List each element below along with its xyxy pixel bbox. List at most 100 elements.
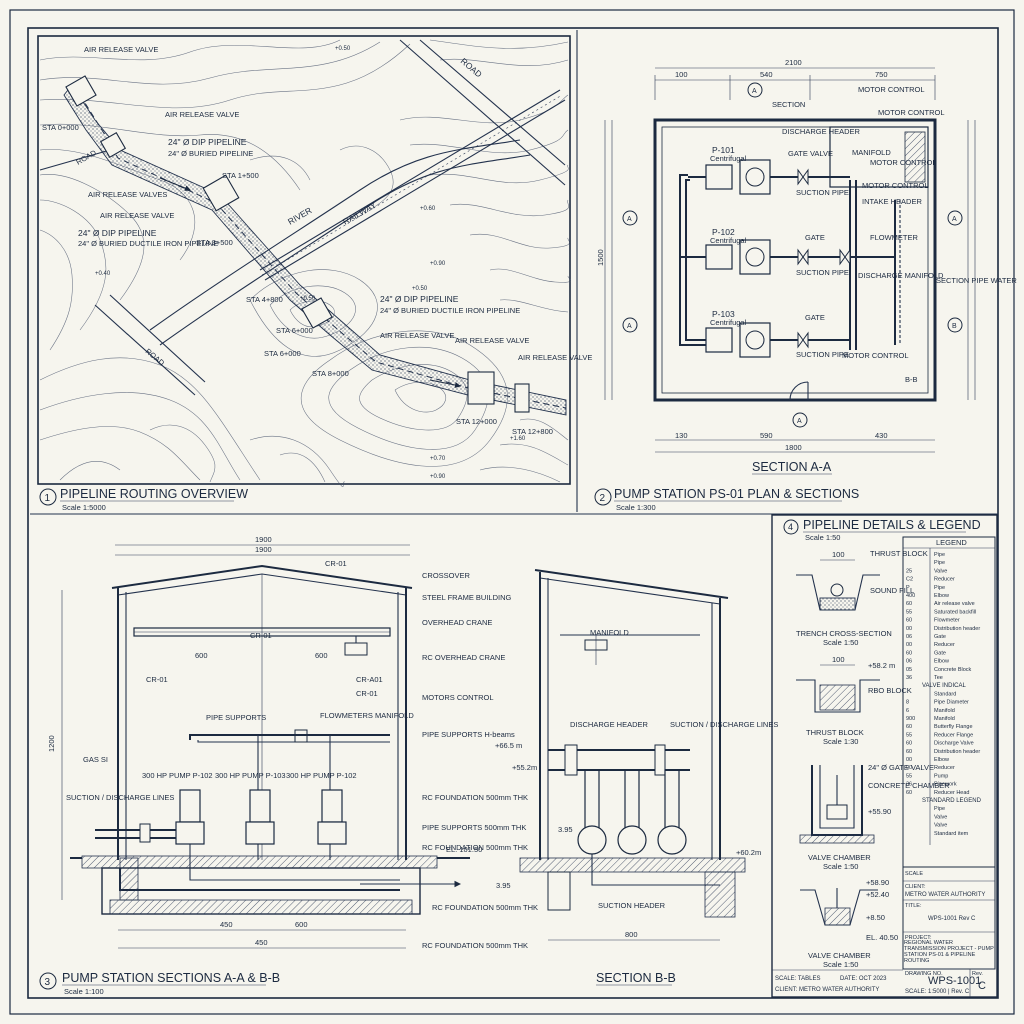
svg-text:OVERHEAD CRANE: OVERHEAD CRANE bbox=[422, 618, 492, 627]
svg-text:PIPE SUPPORTS 500mm THK: PIPE SUPPORTS 500mm THK bbox=[422, 823, 526, 832]
svg-text:PROJECT:: PROJECT: bbox=[905, 935, 932, 941]
label-road-bl: ROAD bbox=[144, 347, 167, 368]
legend-symbol: 8 bbox=[906, 700, 909, 706]
topographic-contours bbox=[39, 39, 571, 487]
legend-symbol: 00 bbox=[906, 626, 912, 632]
svg-text:300 HP PUMP P-102: 300 HP PUMP P-102 bbox=[142, 771, 213, 780]
pump-p101 bbox=[688, 159, 850, 195]
svg-text:DISCHARGE MANIFOLD: DISCHARGE MANIFOLD bbox=[858, 271, 944, 280]
legend-label: Valve bbox=[934, 823, 947, 829]
svg-text:MOTORS CONTROL: MOTORS CONTROL bbox=[422, 693, 494, 702]
label-sta-4800: STA 4+800 bbox=[246, 295, 283, 304]
svg-text:THRUST BLOCK: THRUST BLOCK bbox=[870, 549, 928, 558]
legend-symbol: 55 bbox=[906, 773, 912, 779]
svg-text:MANIFOLD: MANIFOLD bbox=[590, 628, 629, 637]
label-sta-8000: STA 8+000 bbox=[312, 369, 349, 378]
valve-box-1 bbox=[65, 75, 97, 107]
legend-label: Valve bbox=[934, 814, 947, 820]
svg-text:FLOWMETER: FLOWMETER bbox=[870, 233, 918, 242]
svg-text:800: 800 bbox=[625, 930, 638, 939]
svg-text:SCALE: 1:5000 | Rev. C: SCALE: 1:5000 | Rev. C bbox=[905, 989, 970, 995]
elevation-marks: +0.50 +0.60 +0.90 +0.50 +1.60 +0.70 +0.9… bbox=[95, 46, 526, 480]
legend-label: Pipe Diameter bbox=[934, 700, 969, 706]
legend-symbol: 60 bbox=[906, 650, 912, 656]
legend-subtitle: VALVE INDICAL bbox=[922, 683, 966, 689]
svg-text:+0.50: +0.50 bbox=[335, 46, 351, 52]
detail-trench: 100 THRUST BLOCK SOUND FILL TRENCH CROSS… bbox=[796, 549, 928, 647]
legend-label: Saturated backfill bbox=[934, 609, 976, 615]
svg-text:B: B bbox=[952, 323, 957, 330]
panel2-scale: Scale 1:300 bbox=[616, 503, 656, 512]
legend-label: Gate bbox=[934, 650, 946, 656]
svg-text:CR-A01: CR-A01 bbox=[356, 675, 383, 684]
svg-text:PIPE SUPPORTS H-beams: PIPE SUPPORTS H-beams bbox=[422, 730, 515, 739]
project-name: REGIONAL WATER TRANSMISSION PROJECT - PU… bbox=[904, 940, 994, 964]
panel4-title: PIPELINE DETAILS & LEGEND bbox=[803, 518, 981, 532]
svg-text:EL. 40.50: EL. 40.50 bbox=[866, 933, 898, 942]
legend-label: Elbow bbox=[934, 593, 949, 599]
svg-text:24" Ø GATE VALVE: 24" Ø GATE VALVE bbox=[868, 763, 934, 772]
legend-symbol: 400 bbox=[906, 593, 915, 599]
svg-text:GATE: GATE bbox=[805, 313, 825, 322]
legend-label: Elbow bbox=[934, 659, 949, 665]
svg-text:Scale 1:50: Scale 1:50 bbox=[823, 960, 858, 969]
legend-label: Standard bbox=[934, 691, 956, 697]
svg-text:Scale 1:50: Scale 1:50 bbox=[823, 638, 858, 647]
svg-text:600: 600 bbox=[315, 651, 328, 660]
panel-pump-station-sections: 1900 1900 bbox=[39, 535, 778, 996]
svg-text:CR-01: CR-01 bbox=[356, 689, 378, 698]
svg-text:MOTOR CONTROL: MOTOR CONTROL bbox=[862, 181, 929, 190]
svg-text:Centrifugal: Centrifugal bbox=[710, 236, 747, 245]
svg-text:STEEL FRAME BUILDING: STEEL FRAME BUILDING bbox=[422, 593, 511, 602]
valve-box-5 bbox=[467, 371, 495, 405]
legend-label: Discharge Valve bbox=[934, 741, 974, 747]
sheet-inner-border bbox=[27, 27, 999, 999]
svg-text:1200: 1200 bbox=[47, 735, 56, 752]
svg-text:RBO BLOCK: RBO BLOCK bbox=[868, 686, 912, 695]
svg-text:CR-01: CR-01 bbox=[325, 559, 347, 568]
legend-symbol: 55 bbox=[906, 732, 912, 738]
detail-thrust-block: 100 +58.2 m RBO BLOCK THRUST BLOCK Scale… bbox=[796, 655, 912, 746]
svg-text:A: A bbox=[752, 88, 757, 95]
label-sta-6000b: STA 6+000 bbox=[264, 349, 301, 358]
legend-symbol: 60 bbox=[906, 749, 912, 755]
svg-text:SOUND FILL: SOUND FILL bbox=[870, 586, 914, 595]
svg-text:+0.50: +0.50 bbox=[300, 296, 316, 302]
svg-text:+0.50: +0.50 bbox=[412, 286, 428, 292]
label-air-release-tl: AIR RELEASE VALVE bbox=[84, 45, 158, 54]
svg-text:+60.2m: +60.2m bbox=[736, 848, 761, 857]
panel-pump-station-plan: 100 540 2100 750 130 590 1800 430 1500 bbox=[576, 30, 1017, 512]
svg-text:SUCTION PIPE: SUCTION PIPE bbox=[796, 188, 849, 197]
valve-box-4 bbox=[301, 297, 333, 329]
svg-text:SCALE: SCALE bbox=[905, 871, 923, 877]
legend-label: Elbow bbox=[934, 757, 949, 763]
label-air-release-valve-1: AIR RELEASE VALVE bbox=[165, 110, 239, 119]
svg-text:VALVE CHAMBER: VALVE CHAMBER bbox=[808, 951, 871, 960]
svg-text:RC FOUNDATION 500mm THK: RC FOUNDATION 500mm THK bbox=[422, 843, 528, 852]
svg-text:CR-01: CR-01 bbox=[146, 675, 168, 684]
legend-label: Manifold bbox=[934, 716, 955, 722]
svg-text:WPS-1001 Rev C: WPS-1001 Rev C bbox=[928, 916, 976, 922]
road-top-right bbox=[399, 39, 566, 186]
label-sta-0000: STA 0+000 bbox=[42, 123, 79, 132]
svg-text:EL. 101.50: EL. 101.50 bbox=[446, 845, 482, 854]
legend-label: Reducer Flange bbox=[934, 732, 973, 738]
legend-symbol: 06 bbox=[906, 634, 912, 640]
legend-label: Manifold bbox=[934, 708, 955, 714]
label-dip-pipeline-1: 24" Ø DIP PIPELINE bbox=[168, 137, 247, 147]
legend-label: Valve bbox=[934, 568, 947, 574]
svg-text:+0.60: +0.60 bbox=[420, 206, 436, 212]
dim-top-3: 2100 bbox=[785, 58, 802, 67]
svg-text:METRO WATER AUTHORITY: METRO WATER AUTHORITY bbox=[905, 892, 985, 898]
panel2-title: PUMP STATION PS-01 PLAN & SECTIONS bbox=[614, 487, 859, 501]
dim-bottom-2: 590 bbox=[760, 431, 773, 440]
svg-text:MOTOR CONTROL: MOTOR CONTROL bbox=[842, 351, 909, 360]
sheet-outer-border bbox=[9, 9, 1015, 1015]
label-air-release-valve-4: AIR RELEASE VALVE bbox=[455, 336, 529, 345]
svg-text:3.95: 3.95 bbox=[496, 881, 511, 890]
label-sta-12000: STA 12+000 bbox=[456, 417, 497, 426]
svg-text:100: 100 bbox=[832, 550, 845, 559]
svg-text:CONCRETE CHAMBER: CONCRETE CHAMBER bbox=[868, 781, 950, 790]
legend-label: Reducer Head bbox=[934, 790, 969, 796]
